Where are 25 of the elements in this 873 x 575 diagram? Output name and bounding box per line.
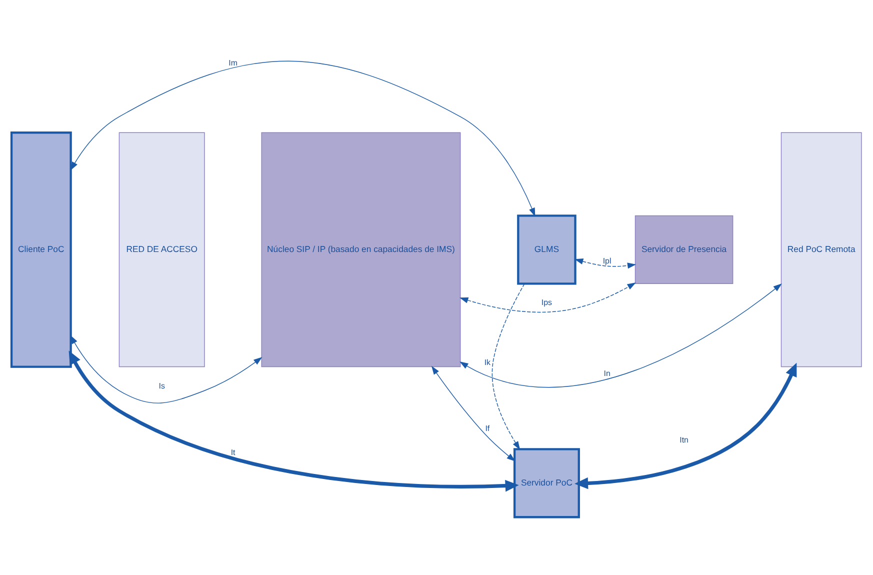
edge-label: Is bbox=[158, 380, 165, 390]
edge-label: Im bbox=[228, 58, 238, 67]
edge-label: Ips bbox=[541, 298, 552, 307]
edge-label: Itn bbox=[680, 435, 688, 444]
arrow bbox=[574, 362, 797, 489]
arrow bbox=[460, 282, 782, 387]
node-box: Servidor de Presencia bbox=[634, 214, 734, 284]
node-box: GLMS bbox=[517, 214, 576, 284]
edge-label: It bbox=[230, 447, 236, 456]
arrow bbox=[574, 258, 636, 268]
arrow bbox=[492, 282, 525, 450]
arrow bbox=[70, 60, 536, 216]
arrow bbox=[460, 282, 636, 312]
edge-label: If bbox=[485, 423, 490, 432]
node-box: Servidor PoC bbox=[513, 448, 580, 518]
node-box: Red PoC Remota bbox=[780, 132, 862, 367]
node-box: RED DE ACCESO bbox=[118, 132, 205, 367]
node-box: Núcleo SIP / IP (basado en capacidades de IMS) bbox=[261, 132, 461, 367]
arrow bbox=[70, 334, 262, 403]
edge-label: Ik bbox=[484, 358, 491, 367]
arrow bbox=[68, 350, 519, 492]
edge-label: In bbox=[604, 368, 610, 378]
node-box: Cliente PoC bbox=[10, 131, 72, 368]
arrow bbox=[431, 365, 516, 461]
edge-label: Ipl bbox=[602, 256, 612, 265]
